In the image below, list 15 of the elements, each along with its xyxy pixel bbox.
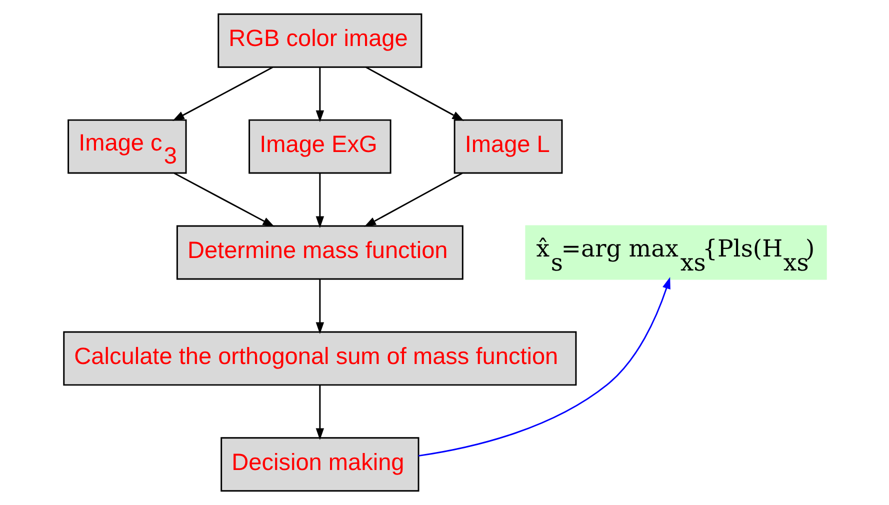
node-box: Decision making <box>220 437 419 492</box>
arrow <box>173 172 274 227</box>
arrow <box>315 173 324 228</box>
arrow <box>172 66 273 121</box>
arrow <box>364 172 462 227</box>
arrow <box>365 66 464 121</box>
node-box: RGB color image <box>217 13 422 68</box>
arrow <box>315 279 324 334</box>
arrow <box>315 385 324 440</box>
node-box: Image ExG <box>248 119 391 174</box>
arrow <box>315 68 324 122</box>
node-box: Image L <box>453 119 562 174</box>
arrow <box>418 277 670 457</box>
node-box: Determine mass function <box>176 225 463 280</box>
node-box: Calculate the orthogonal sum of mass function <box>62 331 576 386</box>
